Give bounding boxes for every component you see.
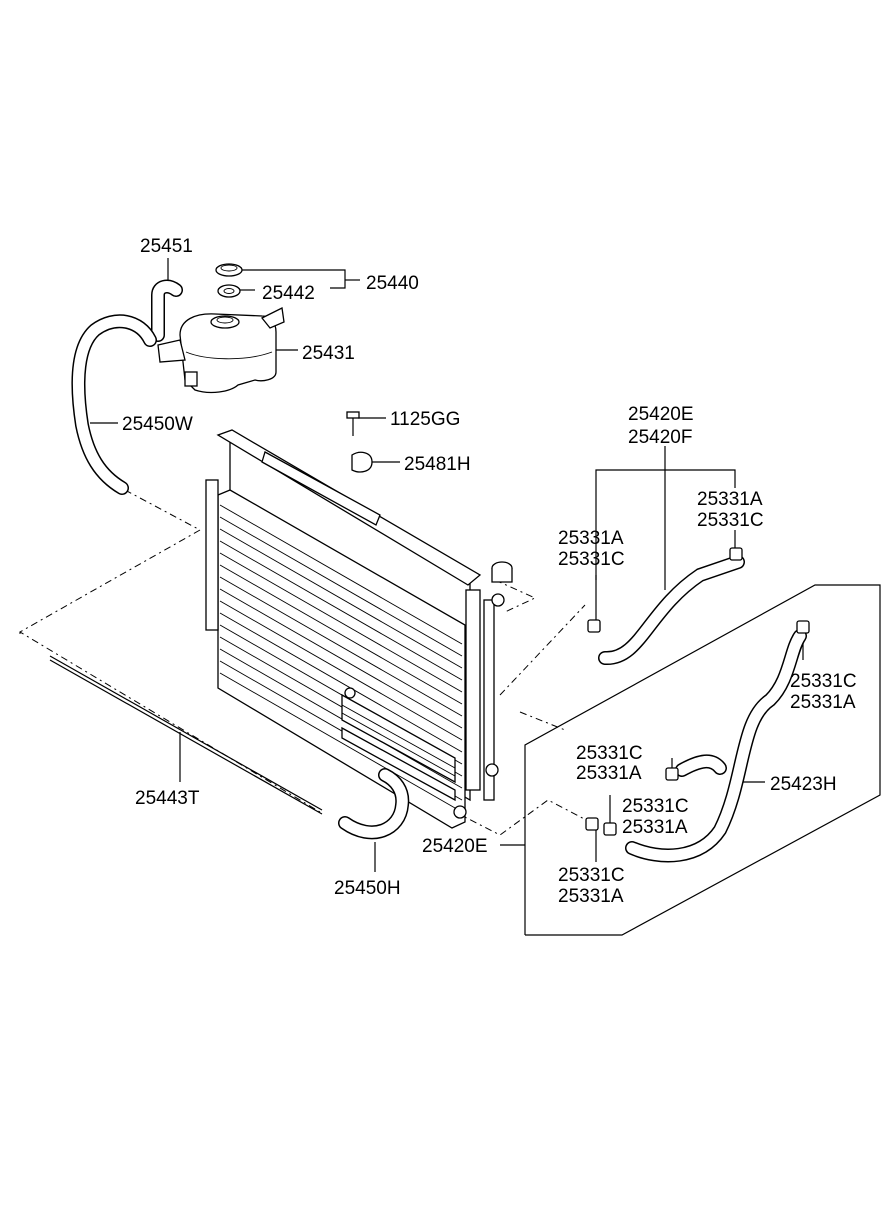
overflow-hose-small [151,279,183,342]
label-25443T: 25443T [135,788,200,809]
label-25331C-mid: 25331C [576,743,643,764]
label-25331A-left: 25331A [558,528,624,549]
hose-25450H [338,768,410,840]
label-25331C-far-right: 25331C [790,671,857,692]
reservoir-hose-W [71,314,157,495]
label-25331C-bottom: 25331C [558,865,625,886]
label-25481H: 25481H [404,454,471,475]
label-25420F: 25420F [628,427,692,448]
label-25420E-bottom: 25420E [422,836,488,857]
bolt-1125GG [346,411,360,436]
radiator-assembly [205,429,513,829]
bracket-25481H [351,451,373,473]
label-25331C-left: 25331C [558,549,625,570]
label-25331A-mid: 25331A [576,763,642,784]
label-25331A-right: 25331A [697,489,763,510]
drain-tube-25443T [49,655,323,815]
reservoir-cap [215,263,243,277]
hose-clamps [585,547,810,836]
label-25331A-lower: 25331A [622,817,688,838]
part-labels: 25451 25442 25440 25431 25450W 1125GG 25… [122,236,857,907]
label-25420E-top: 25420E [628,404,694,425]
label-25423H: 25423H [770,774,837,795]
label-25431: 25431 [302,343,355,364]
label-25331A-bottom: 25331A [558,886,624,907]
hose-25420E [598,555,745,665]
label-1125GG: 1125GG [390,409,460,430]
label-25440: 25440 [366,273,419,294]
cap-gasket [217,284,241,298]
label-25450H: 25450H [334,878,401,899]
leader-lines [19,258,881,936]
label-25331C-right: 25331C [697,510,764,531]
coolant-reservoir [157,307,285,394]
label-25442: 25442 [262,283,315,304]
hose-25423H [625,629,807,863]
oil-cooler [341,693,456,802]
label-25331A-far-right: 25331A [790,692,856,713]
label-25331C-lower: 25331C [622,796,689,817]
label-25450W: 25450W [122,414,193,435]
label-25451: 25451 [140,236,193,257]
